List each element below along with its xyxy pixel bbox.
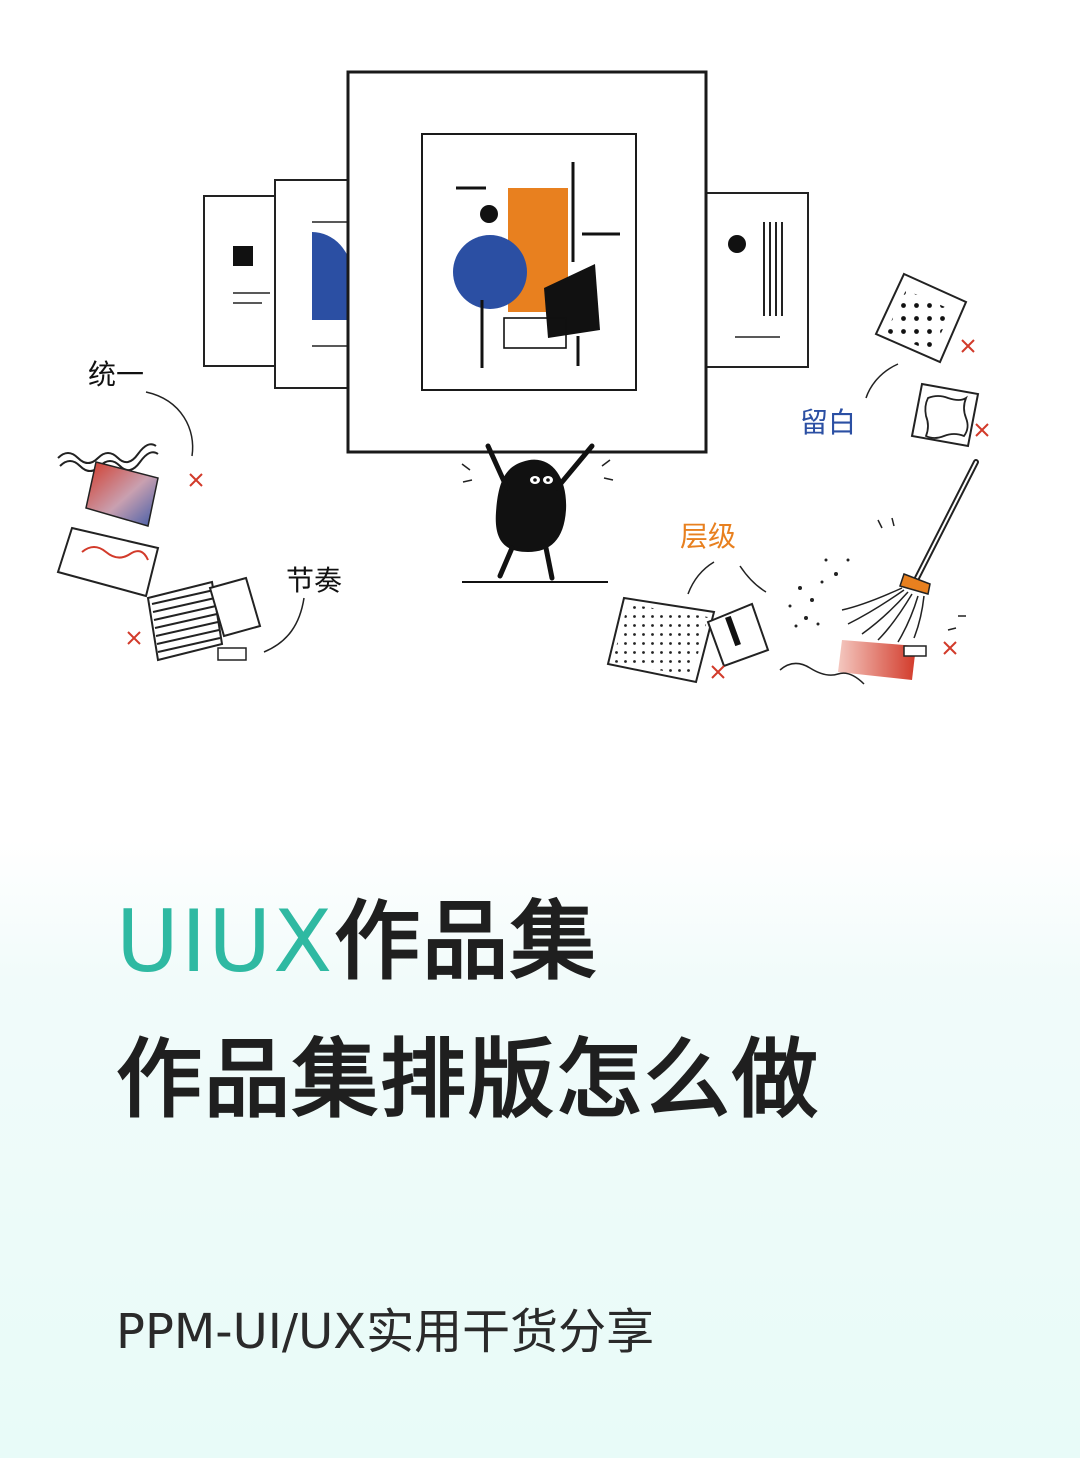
title-accent: UIUX [116, 892, 335, 992]
discarded-items-right [606, 272, 989, 685]
illustration-canvas: 统一 留白 节奏 层级 [56, 70, 989, 685]
discarded-items-left [56, 391, 305, 662]
label-rhythm: 节奏 [286, 564, 342, 597]
label-whitespace: 留白 [800, 406, 856, 439]
title-line-2: 作品集排版怎么做 [116, 1030, 820, 1130]
label-hierarchy: 层级 [680, 520, 736, 553]
frame-back-left [203, 195, 287, 367]
frame-back-right [699, 192, 809, 368]
frame-main [346, 70, 708, 454]
title-block: UIUX作品集 作品集排版怎么做 [116, 892, 1016, 1130]
character-figure [461, 443, 614, 583]
hero-illustration: 统一 留白 节奏 层级 [56, 70, 989, 685]
label-unity: 统一 [88, 358, 144, 391]
title-line-1: UIUX作品集 [116, 892, 1016, 992]
title-line-1-rest: 作品集 [334, 892, 599, 992]
subtitle: PPM-UI/UX实用干货分享 [116, 1304, 655, 1360]
